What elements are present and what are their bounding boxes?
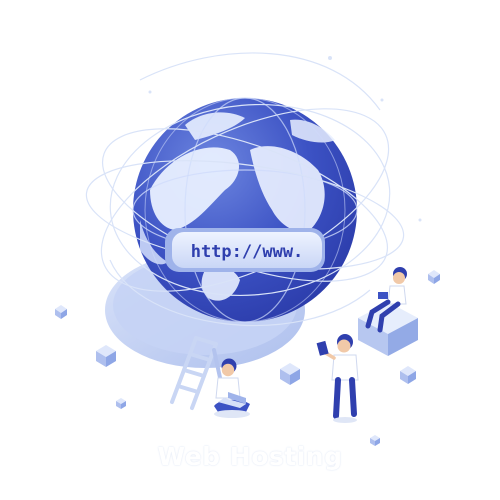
url-banner: http://www. (165, 228, 325, 272)
tablet-icon (316, 340, 329, 356)
sparkle-icons (148, 56, 422, 222)
person-sitting-with-laptop (214, 358, 250, 418)
person-standing-with-tablet (316, 334, 359, 423)
caption-title: Web Hosting (157, 442, 343, 471)
laptop-icon (218, 392, 246, 408)
cube-icon (55, 270, 440, 446)
url-banner-text: http://www. (191, 242, 304, 262)
globe-icon (132, 97, 358, 323)
person-sitting-with-tablet (365, 267, 407, 333)
tablet-icon (378, 292, 388, 299)
ladder-icon (170, 336, 226, 410)
